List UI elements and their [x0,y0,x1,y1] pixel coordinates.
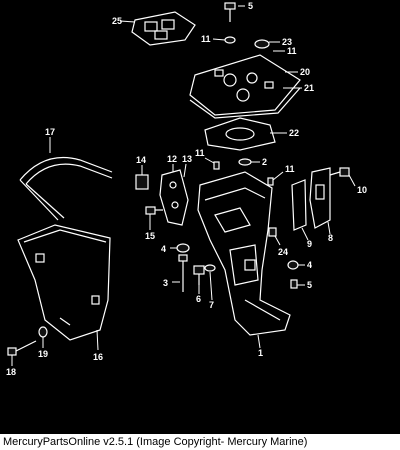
callout-22: 22 [289,128,299,138]
exploded-view-svg: 25 5 11 23 11 20 21 22 17 14 12 13 11 2 … [6,1,367,377]
callout-18: 18 [6,367,16,377]
callout-11-b: 11 [287,46,297,56]
part-23-nut [254,39,270,49]
part-18-bolt [7,340,37,356]
callout-7: 7 [209,300,214,310]
callout-11-a: 11 [201,34,211,44]
part-22-gasket [204,117,276,151]
leader-lines [11,5,356,366]
part-12-13-bracket [159,169,189,226]
part-19-grommet [38,326,48,338]
part-4-nut-right [287,260,299,270]
part-17-seal-strip [19,156,113,221]
callout-23: 23 [282,37,292,47]
part-21-plate-gasket [189,87,301,119]
part-25-gasket [131,11,196,46]
part-20-mount-plate [189,54,301,116]
callout-21: 21 [304,83,314,93]
part-3-long-bolt [178,254,188,292]
callout-13: 13 [182,154,192,164]
callout-17: 17 [45,127,55,137]
callout-24: 24 [278,247,288,257]
callout-20: 20 [300,67,310,77]
part-4-nut-left [176,243,190,253]
callout-9: 9 [307,239,312,249]
callout-4-right: 4 [307,260,312,270]
callout-12: 12 [167,154,177,164]
part-15-screw [145,206,163,215]
callout-5-right: 5 [307,280,312,290]
part-1-driveshaft-housing [197,171,291,336]
part-7-washer [204,264,216,272]
callout-8: 8 [328,233,333,243]
callout-4-left: 4 [161,244,166,254]
callout-14: 14 [136,155,146,165]
callout-labels: 25 5 11 23 11 20 21 22 17 14 12 13 11 2 … [6,1,367,377]
callout-1: 1 [258,348,263,358]
part-2-washer [238,158,252,166]
parts-diagram: 25 5 11 23 11 20 21 22 17 14 12 13 11 2 … [6,1,367,377]
part-6-screw [193,265,205,285]
callout-19: 19 [38,349,48,359]
part-9-side-gasket [291,179,307,231]
callout-16: 16 [93,352,103,362]
part-11-pin-a [213,161,220,170]
part-11-ring [224,36,236,44]
part-14-fitting [135,174,149,190]
part-11-pin-b [267,177,274,186]
part-16-lower-cowl [17,224,111,341]
callout-6: 6 [196,294,201,304]
copyright-footer: MercuryPartsOnline v2.5.1 (Image Copyrig… [0,434,400,450]
part-5-bolt-lower [290,279,298,289]
callout-15: 15 [145,231,155,241]
callout-11-d: 11 [285,164,295,174]
part-8-side-plate [309,167,331,229]
part-5-bolt-top [224,2,236,22]
callout-3: 3 [163,278,168,288]
part-10-screw [329,167,350,177]
callout-5-top: 5 [248,1,253,11]
callout-25: 25 [112,16,122,26]
callout-11-c: 11 [195,148,205,158]
callout-10: 10 [357,185,367,195]
part-24-fitting [268,227,277,237]
callout-2: 2 [262,157,267,167]
